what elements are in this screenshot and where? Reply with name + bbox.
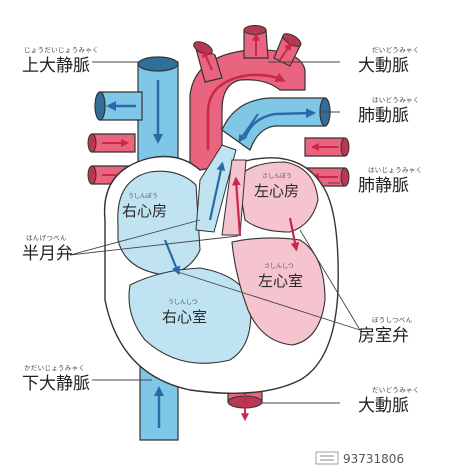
aorta-top-ruby: だいどうみゃく <box>372 46 420 54</box>
aortic-arch <box>189 25 306 181</box>
pulmonary-artery-left-branch <box>94 91 143 121</box>
av-valve-ruby: ぼうしつべん <box>372 316 413 324</box>
watermark-logo <box>315 451 339 465</box>
svc-ruby: じょうだいじょうみゃく <box>24 46 99 54</box>
watermark-id: 93731806 <box>343 452 404 466</box>
aorta-bottom-ruby: だいどうみゃく <box>372 386 420 394</box>
right-atrium-ruby: うしんぼう <box>128 193 158 200</box>
left-atrium-label: 左心房 <box>254 182 299 200</box>
ivc-label: 下大静脈 <box>22 374 90 394</box>
heart-body <box>103 144 339 395</box>
left-atrium-ruby: さしんぼう <box>262 173 292 180</box>
av-valve-label: 房室弁 <box>358 326 409 346</box>
right-atrium-label: 右心房 <box>122 202 167 220</box>
right-ventricle-ruby: うしんしつ <box>168 299 198 306</box>
right-atrium <box>117 170 201 276</box>
semilunar-label: 半月弁 <box>22 244 73 264</box>
pulm-vein-label: 肺静脈 <box>358 176 409 196</box>
svc-label: 上大静脈 <box>22 56 90 76</box>
pulm-artery-ruby: はいどうみゃく <box>372 96 420 104</box>
left-ventricle-label: 左心室 <box>258 272 303 290</box>
left-atrium <box>237 161 319 233</box>
semilunar-ruby: はんげつべん <box>26 233 67 242</box>
right-ventricle <box>128 267 252 364</box>
left-ventricle <box>231 237 326 346</box>
aorta-bottom-label: 大動脈 <box>358 396 409 416</box>
right-ventricle-label: 右心室 <box>162 308 207 326</box>
pulm-vein-ruby: はいじょうみゃく <box>368 166 422 174</box>
leader-lines <box>69 61 361 404</box>
aorta-top-label: 大動脈 <box>358 56 409 76</box>
left-ventricle-ruby: さしんしつ <box>264 263 294 270</box>
superior-vena-cava <box>137 56 179 171</box>
ivc-ruby: かだいじょうみゃく <box>24 364 85 372</box>
pulm-artery-label: 肺動脈 <box>358 106 409 126</box>
